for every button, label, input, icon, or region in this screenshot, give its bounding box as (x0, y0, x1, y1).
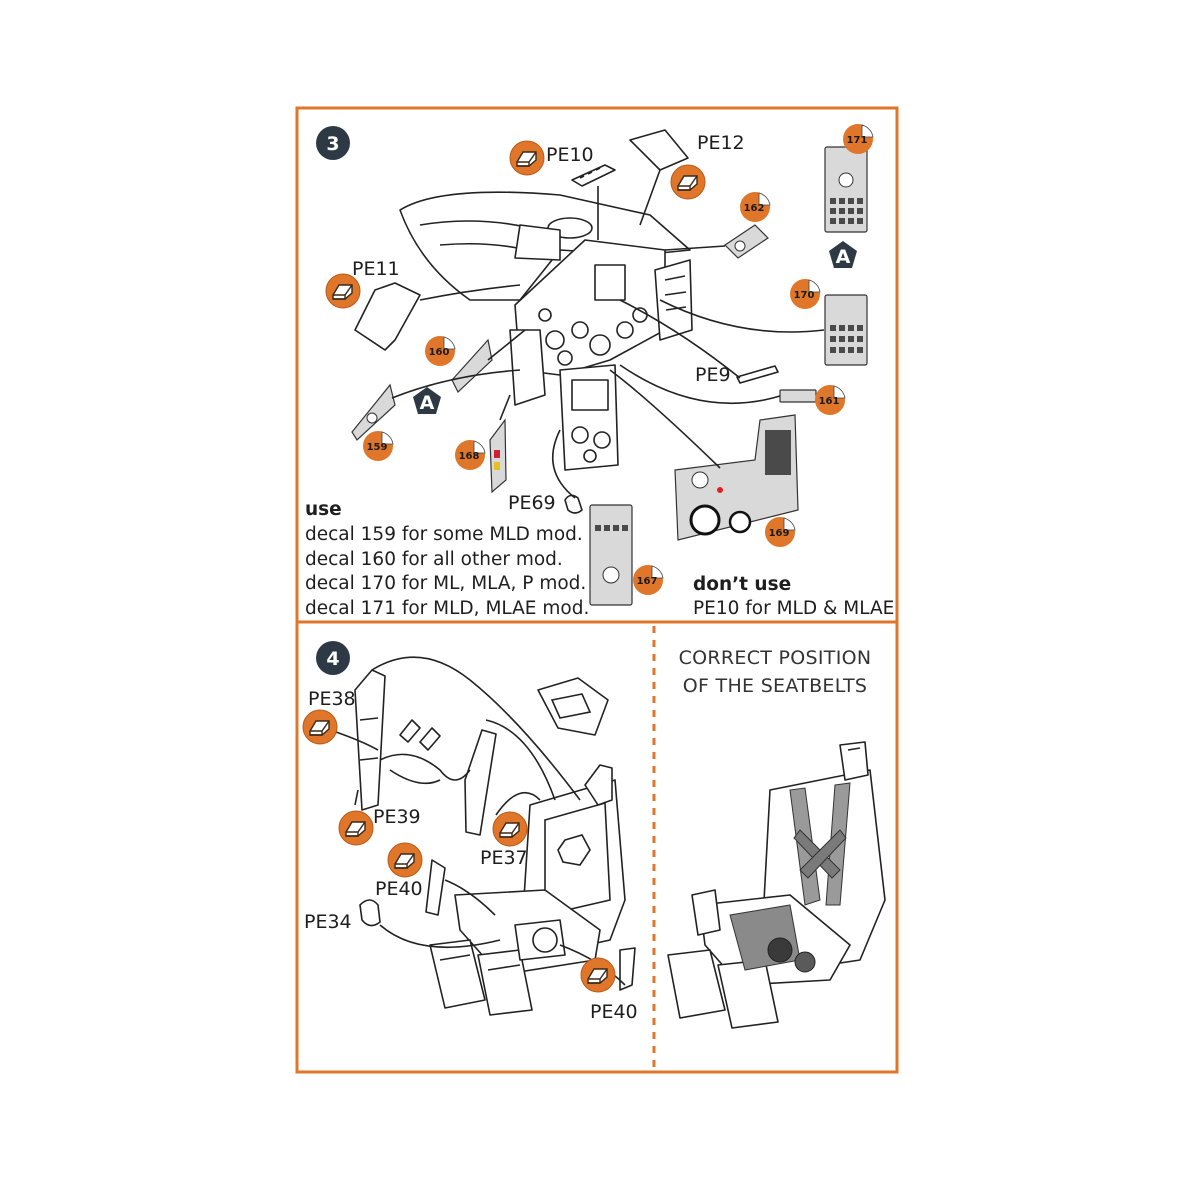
decal-160-sheet (451, 338, 493, 393)
pe40-top-label: PE40 (375, 878, 423, 900)
decal-168-badge: 168 (454, 439, 486, 471)
decal-171-number: 171 (847, 135, 868, 146)
pe40-bottom-icon (580, 957, 616, 993)
decal-170-sheet (824, 294, 868, 366)
decal-167-number: 167 (637, 576, 658, 587)
seat-drawing (429, 677, 626, 1016)
pe10-label: PE10 (546, 144, 594, 166)
decal-169-badge: 169 (764, 516, 796, 548)
pentagon-a-label-left: A (420, 392, 435, 414)
use-line-4: decal 171 for MLD, MLAE mod. (305, 598, 589, 619)
dont-use-title: don’t use (693, 574, 791, 595)
decal-159-sheet (351, 383, 396, 441)
step-4-number: 4 (326, 648, 339, 670)
decal-161-number: 161 (819, 396, 840, 407)
pe10-part (571, 164, 616, 187)
cockpit-drawing (399, 191, 693, 471)
pe38-icon (302, 709, 338, 745)
step-4-badge: 4 (316, 641, 350, 675)
pe69-part (564, 494, 583, 514)
pe12-icon (670, 164, 706, 200)
pe37-icon (492, 811, 528, 847)
pe69-label: PE69 (508, 492, 556, 514)
step-3-badge: 3 (316, 126, 350, 160)
pe9-label: PE9 (695, 364, 731, 386)
pe11-label: PE11 (352, 258, 400, 280)
pe39-label: PE39 (373, 806, 421, 828)
decal-159-number: 159 (367, 442, 388, 453)
pentagon-a-label-right: A (836, 246, 851, 268)
decal-169-number: 169 (769, 528, 790, 539)
caption-line-1: CORRECT POSITION (679, 647, 872, 669)
step-3-number: 3 (326, 133, 339, 155)
caption-line-2: OF THE SEATBELTS (683, 675, 868, 697)
pe12-part (629, 129, 689, 171)
use-line-3: decal 170 for ML, MLA, P mod. (305, 573, 586, 594)
pe37-label: PE37 (480, 847, 528, 869)
pentagon-a-marker-left: A (413, 387, 441, 414)
pe12-label: PE12 (697, 132, 745, 154)
pe9-part (736, 365, 779, 384)
pe34-label: PE34 (304, 911, 352, 933)
panel-frame (295, 106, 899, 1074)
decal-171-sheet (824, 146, 868, 233)
pe11-part (354, 282, 421, 351)
use-line-1: decal 159 for some MLD mod. (305, 524, 583, 545)
decal-161-badge: 161 (814, 384, 846, 416)
seat-with-belts-drawing (667, 741, 886, 1029)
decal-168-sheet (489, 418, 507, 494)
dont-use-line: PE10 for MLD & MLAE (693, 598, 894, 619)
pe40-bottom-label: PE40 (590, 1001, 638, 1023)
decal-159-badge: 159 (362, 430, 394, 462)
step-3-section: 3 (305, 123, 894, 619)
step-3-leader-lines (391, 169, 825, 499)
decal-168-number: 168 (459, 451, 480, 462)
pe10-icon (509, 140, 545, 176)
decal-160-number: 160 (429, 347, 450, 358)
pe38-label: PE38 (308, 688, 356, 710)
pe39-icon (338, 810, 374, 846)
decal-170-badge: 170 (789, 278, 821, 310)
decal-162-badge: 162 (739, 191, 771, 223)
pe40-top-icon (387, 842, 423, 878)
step-4-section: 4 (302, 641, 886, 1029)
use-line-2: decal 160 for all other mod. (305, 549, 563, 570)
harness-parts (354, 669, 636, 991)
decal-162-number: 162 (744, 203, 765, 214)
decal-170-number: 170 (794, 290, 815, 301)
decal-160-badge: 160 (424, 335, 456, 367)
decal-167-badge: 167 (632, 564, 664, 596)
decal-162-sheet (724, 224, 769, 259)
decal-171-badge: 171 (842, 123, 874, 155)
pentagon-a-marker-right: A (829, 241, 857, 268)
decal-167-sheet (589, 504, 633, 606)
decal-169-sheet (674, 414, 799, 541)
use-title: use (305, 499, 342, 520)
decal-161-sheet (779, 389, 817, 403)
